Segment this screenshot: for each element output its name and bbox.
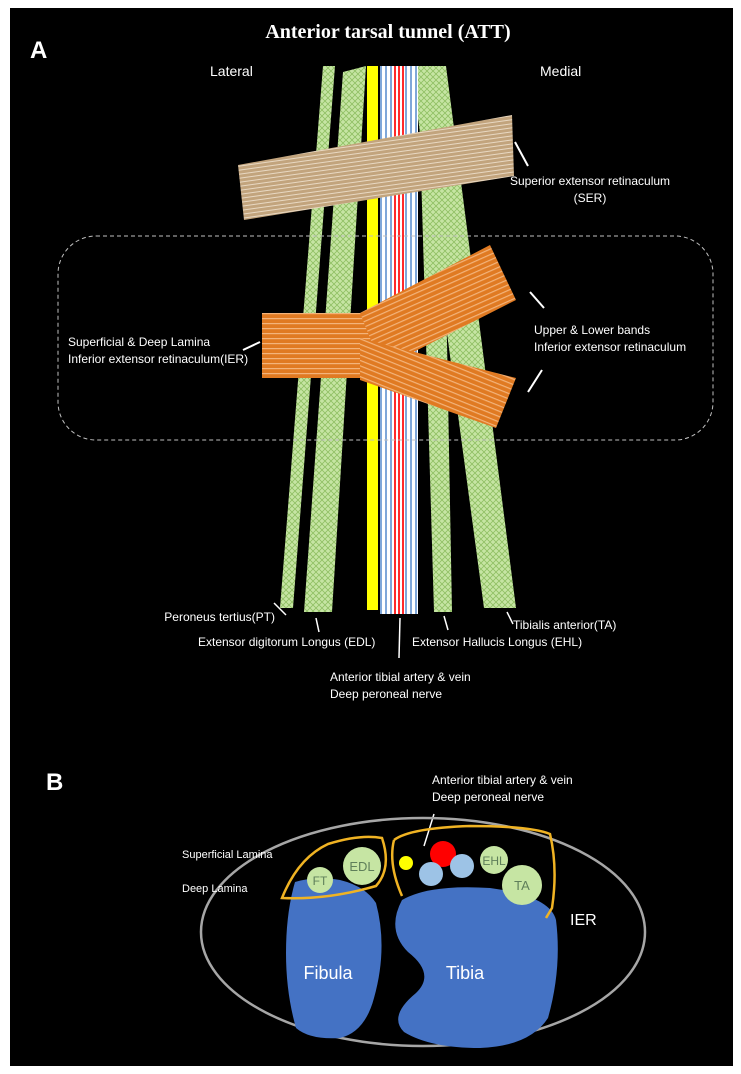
edl-circle-label: EDL: [349, 859, 374, 874]
edl-label: Extensor digitorum Longus (EDL): [198, 635, 375, 649]
tibia-label: Tibia: [446, 963, 485, 983]
ier-label: IER: [570, 912, 597, 929]
vein-circle-right: [450, 854, 474, 878]
ier-bands-label-line2: Inferior extensor retinaculum: [534, 340, 686, 354]
ft-label: FT: [313, 874, 328, 888]
nv-leader: [399, 618, 400, 658]
ta-circle-label: TA: [514, 878, 530, 893]
figure: A Anterior tarsal tunnel (ATT) Lateral M…: [10, 8, 733, 1066]
nv-label-line1: Anterior tibial artery & vein: [330, 670, 471, 684]
medial-label: Medial: [540, 63, 581, 79]
fibula-label: Fibula: [303, 963, 353, 983]
medial-compartment-floor: [392, 840, 402, 896]
ser-label-line1: Superior extensor retinaculum: [510, 174, 670, 188]
ehl-label: Extensor Hallucis Longus (EHL): [412, 635, 582, 649]
fibula-bone: [286, 878, 382, 1038]
ier-upper-leader: [530, 292, 544, 308]
ier-bands-label-line1: Upper & Lower bands: [534, 323, 650, 337]
ser-leader: [515, 142, 528, 166]
b-nv-label-line2: Deep peroneal nerve: [432, 790, 544, 804]
panel-b-letter: B: [46, 769, 63, 796]
nerve-circle: [399, 856, 413, 870]
edl-leader: [316, 618, 319, 632]
vein-circle-left: [419, 862, 443, 886]
ehl-leader: [444, 616, 448, 630]
nv-label-line2: Deep peroneal nerve: [330, 687, 442, 701]
ier-lamina-label-line2: Inferior extensor retinaculum(IER): [68, 352, 248, 366]
ta-label: Tibialis anterior(TA): [513, 618, 616, 632]
pt-label: Peroneus tertius(PT): [164, 610, 275, 624]
b-nv-label-line1: Anterior tibial artery & vein: [432, 773, 573, 787]
ier-lamina-leader: [243, 342, 260, 350]
ehl-circle-label: EHL: [482, 854, 506, 868]
panel-a-letter: A: [30, 37, 47, 64]
ser-label-line2: (SER): [574, 191, 607, 205]
deep-lamina-label: Deep Lamina: [182, 883, 248, 895]
diagram-title: Anterior tarsal tunnel (ATT): [265, 21, 510, 43]
lateral-label: Lateral: [210, 63, 253, 79]
superficial-lamina-label: Superficial Lamina: [182, 849, 273, 861]
anatomy-diagram: A Anterior tarsal tunnel (ATT) Lateral M…: [10, 8, 733, 1066]
ier-lower-leader: [528, 370, 542, 392]
ier-lamina-label-line1: Superficial & Deep Lamina: [68, 335, 210, 349]
